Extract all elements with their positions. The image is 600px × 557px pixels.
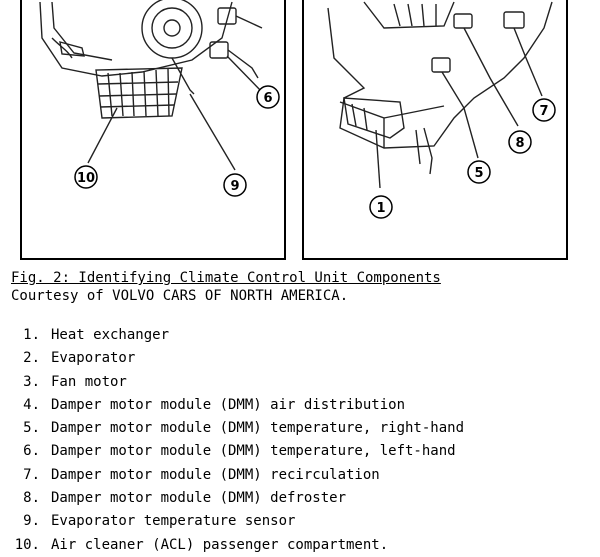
callout-6: 6 — [256, 85, 280, 109]
legend-number: 2. — [23, 350, 40, 367]
legend-item: 7. Damper motor module (DMM) recirculatio… — [0, 464, 464, 487]
svg-text:9: 9 — [230, 179, 239, 194]
right-diagram-panel: 7 8 5 1 — [302, 0, 568, 260]
svg-text:6: 6 — [263, 91, 272, 106]
legend-item: 3. Fan motor — [0, 371, 464, 394]
legend-number: 5. — [23, 420, 40, 437]
legend-text: Damper motor module (DMM) air distributi… — [51, 396, 406, 413]
legend-text: Damper motor module (DMM) temperature, l… — [51, 443, 456, 460]
legend-item: 2. Evaporator — [0, 347, 464, 370]
legend-text: Damper motor module (DMM) defroster — [51, 490, 347, 507]
legend-number: 9. — [23, 513, 40, 530]
legend-number: 6. — [23, 443, 40, 460]
figure-title: Fig. 2: Identifying Climate Control Unit… — [11, 270, 441, 286]
legend-number: 3. — [23, 373, 40, 390]
legend-item: 8. Damper motor module (DMM) defroster — [0, 487, 464, 510]
legend-text: Air cleaner (ACL) passenger compartment. — [51, 536, 389, 553]
legend-item: 10. Air cleaner (ACL) passenger compartme… — [0, 534, 464, 557]
legend-number: 7. — [23, 466, 40, 483]
svg-text:5: 5 — [474, 166, 483, 181]
legend-number: 10. — [14, 536, 40, 553]
figure-courtesy: Courtesy of VOLVO CARS OF NORTH AMERICA. — [11, 288, 349, 304]
left-diagram-panel: 6 9 10 — [20, 0, 286, 260]
climate-unit-right-illustration: 7 8 5 1 — [327, 1, 556, 219]
legend-item: 5. Damper motor module (DMM) temperature,… — [0, 417, 464, 440]
callout-7: 7 — [532, 98, 556, 122]
callout-1: 1 — [369, 195, 393, 219]
callout-10: 10 — [74, 165, 98, 189]
svg-text:8: 8 — [515, 136, 524, 151]
callout-8: 8 — [508, 130, 532, 154]
legend-text: Damper motor module (DMM) recirculation — [51, 466, 380, 483]
legend-text: Damper motor module (DMM) temperature, r… — [51, 420, 465, 437]
callout-5: 5 — [467, 160, 491, 184]
callout-9: 9 — [223, 173, 247, 197]
legend-item: 4. Damper motor module (DMM) air distribu… — [0, 394, 464, 417]
legend-text: Heat exchanger — [51, 327, 170, 343]
climate-unit-left-illustration: 6 9 10 — [39, 0, 280, 197]
legend-text: Evaporator temperature sensor — [51, 513, 296, 530]
legend-item: 1. Heat exchanger — [0, 324, 464, 347]
svg-text:1: 1 — [376, 201, 385, 216]
legend-text: Fan motor — [51, 373, 127, 390]
legend-text: Evaporator — [51, 350, 136, 367]
legend-number: 4. — [23, 396, 40, 413]
legend-item: 9. Evaporator temperature sensor — [0, 510, 464, 533]
svg-text:10: 10 — [77, 171, 95, 186]
legend-number: 1. — [23, 327, 40, 343]
component-legend: 1. Heat exchanger 2. Evaporator 3. Fan moto… — [0, 324, 464, 557]
legend-number: 8. — [23, 490, 40, 507]
legend-item: 6. Damper motor module (DMM) temperature,… — [0, 440, 464, 463]
svg-text:7: 7 — [539, 104, 548, 119]
